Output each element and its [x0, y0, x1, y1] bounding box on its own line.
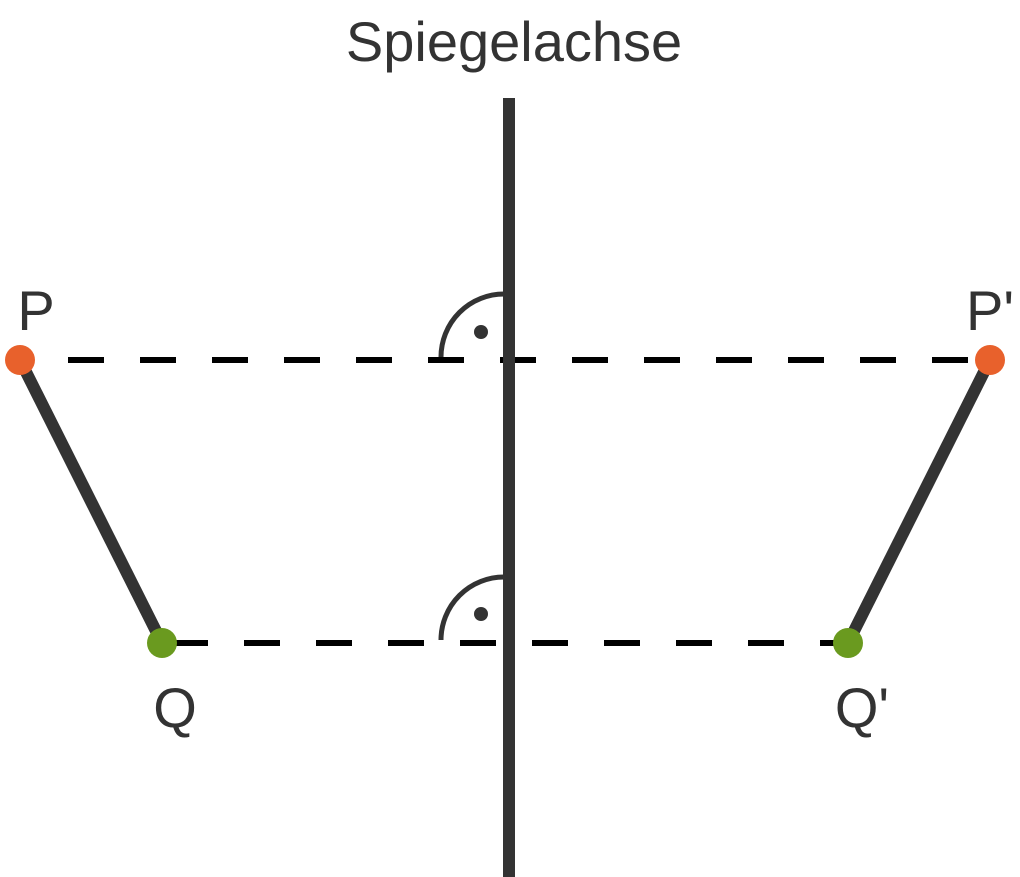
right-angle-dot-top — [474, 325, 488, 339]
label-p-prime: P' — [966, 279, 1014, 342]
label-q: Q — [153, 676, 197, 739]
label-q-prime: Q' — [835, 676, 889, 739]
point-q-prime — [833, 628, 863, 658]
right-angle-dot-bottom — [474, 607, 488, 621]
point-p — [5, 345, 35, 375]
right-angle-arc-bottom — [438, 574, 505, 641]
mirror-axis — [503, 98, 515, 877]
segment-pq-prime — [842, 357, 996, 646]
right-angle-arc-top — [438, 291, 505, 358]
segment-pq — [14, 357, 168, 646]
axis-title: Spiegelachse — [346, 10, 682, 73]
label-p: P — [17, 279, 54, 342]
point-q — [147, 628, 177, 658]
point-p-prime — [975, 345, 1005, 375]
